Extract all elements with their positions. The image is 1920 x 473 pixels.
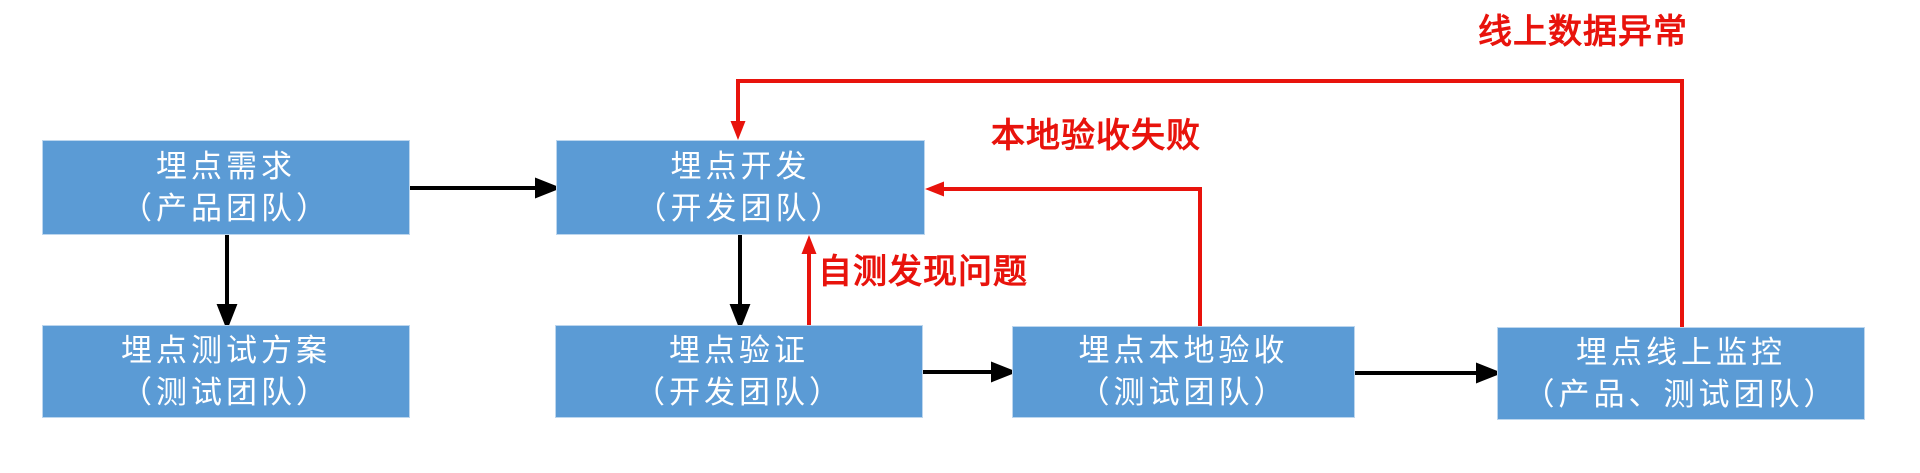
box-requirement: 埋点需求 （产品团队） [42,140,410,235]
label-online-data-anomaly: 线上数据异常 [1478,12,1688,52]
label-local-acceptance-fail: 本地验收失败 [991,116,1201,156]
arrowhead-verification-to-local-acceptance [991,361,1018,383]
box-development-team: （开发团队） [635,190,846,227]
arrowhead-development-to-verification [729,304,751,331]
arrowhead-online-data-anomaly [730,121,746,140]
box-requirement-title: 埋点需求 [156,148,296,185]
box-online-monitoring: 埋点线上监控 （产品、测试团队） [1497,327,1865,420]
box-test-plan-team: （测试团队） [121,374,331,411]
label-self-test-issue: 自测发现问题 [818,252,1028,292]
box-local-acceptance-team: （测试团队） [1078,375,1289,411]
box-local-acceptance: 埋点本地验收 （测试团队） [1012,326,1355,418]
arrow-local-acceptance-fail [942,187,1202,326]
arrowhead-self-test-issue [801,235,817,254]
box-online-monitoring-title: 埋点线上监控 [1576,334,1786,371]
arrowhead-local-acceptance-fail [925,181,944,197]
box-test-plan: 埋点测试方案 （测试团队） [42,325,410,418]
box-test-plan-title: 埋点测试方案 [121,332,331,369]
arrow-online-data-anomaly [736,79,1684,327]
box-online-monitoring-team: （产品、测试团队） [1523,376,1839,413]
box-verification-title: 埋点验证 [669,332,809,369]
box-verification-team: （开发团队） [634,374,844,411]
arrowhead-local-acceptance-to-online-monitoring [1476,362,1503,384]
arrowhead-requirement-to-development [535,177,562,199]
box-verification: 埋点验证 （开发团队） [555,325,923,418]
box-development: 埋点开发 （开发团队） [556,140,925,235]
box-requirement-team: （产品团队） [121,190,331,227]
arrowhead-requirement-to-test-plan [216,304,238,331]
box-development-title: 埋点开发 [670,148,811,185]
box-local-acceptance-title: 埋点本地验收 [1078,333,1289,369]
